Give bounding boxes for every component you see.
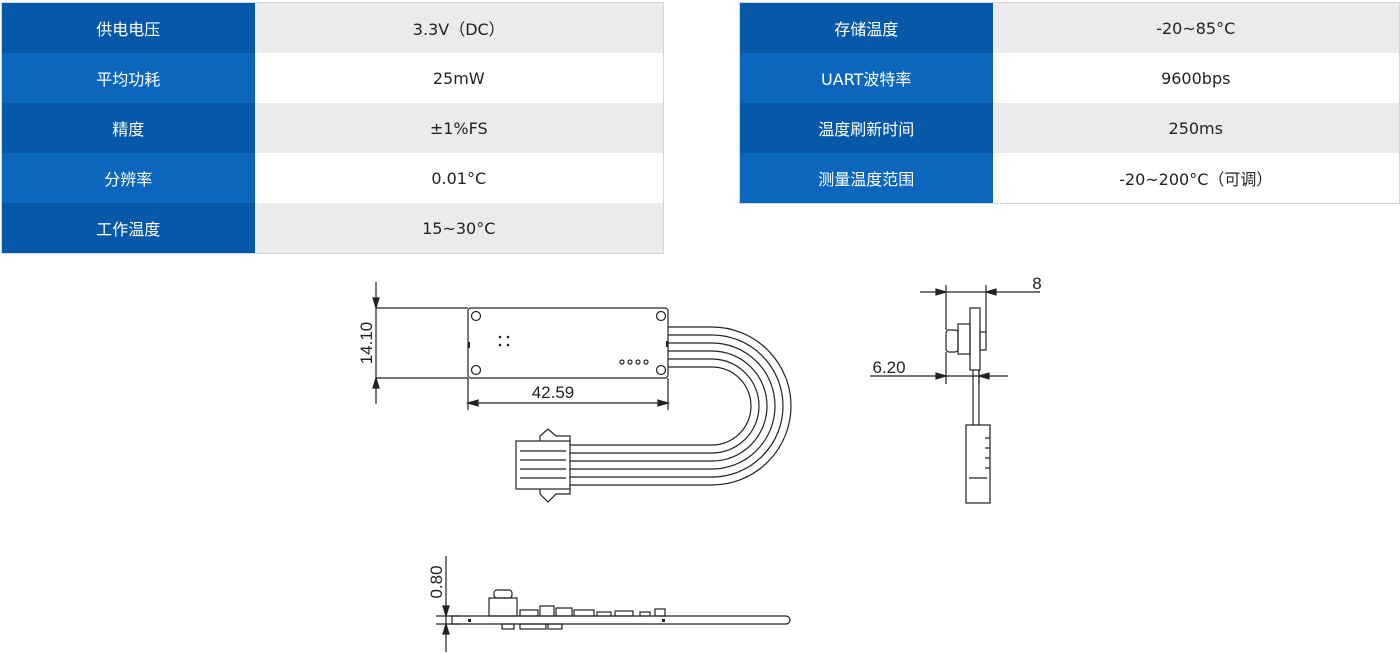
side-pad bbox=[979, 331, 987, 351]
sensor-dots bbox=[468, 335, 668, 348]
spec-label: 存储温度 bbox=[739, 2, 993, 53]
dimension-width bbox=[920, 285, 1040, 332]
side-sensor bbox=[945, 329, 959, 353]
spec-label: UART波特率 bbox=[739, 53, 993, 103]
spec-value: -20~85°C bbox=[992, 2, 1400, 53]
dimension-thickness bbox=[436, 556, 460, 652]
side-pcb bbox=[969, 307, 981, 371]
mounting-hole bbox=[470, 364, 482, 376]
spec-value: 250ms bbox=[992, 103, 1400, 153]
table-row: 存储温度 -20~85°C bbox=[739, 2, 1400, 53]
dimension-depth-label: 6.20 bbox=[872, 358, 905, 377]
pin-pads bbox=[619, 359, 649, 365]
dimension-thickness-label: 0.80 bbox=[427, 565, 446, 598]
table-row: 分辨率 0.01°C bbox=[1, 153, 664, 203]
spec-value: 9600bps bbox=[992, 53, 1400, 103]
cable-wires bbox=[570, 326, 792, 486]
spec-label: 平均功耗 bbox=[1, 53, 255, 103]
mounting-hole bbox=[655, 364, 667, 376]
dimension-depth bbox=[870, 352, 1008, 384]
spec-label: 精度 bbox=[1, 103, 255, 153]
table-row: 平均功耗 25mW bbox=[1, 53, 664, 103]
spec-value: 3.3V（DC） bbox=[254, 2, 664, 53]
dimension-height-label: 14.10 bbox=[357, 322, 376, 365]
table-row: 测量温度范围 -20~200°C（可调） bbox=[739, 153, 1400, 204]
spec-value: -20~200°C（可调） bbox=[992, 153, 1400, 204]
top-view-drawing bbox=[372, 282, 792, 503]
spec-label: 工作温度 bbox=[1, 203, 255, 254]
table-row: 精度 ±1%FS bbox=[1, 103, 664, 153]
spec-value: 25mW bbox=[254, 53, 664, 103]
pcb-outline bbox=[467, 307, 669, 379]
spec-value: 0.01°C bbox=[254, 153, 664, 203]
spec-label: 分辨率 bbox=[1, 153, 255, 203]
dimension-length bbox=[465, 378, 671, 410]
spec-label: 测量温度范围 bbox=[739, 153, 993, 204]
profile-sensor bbox=[488, 597, 518, 617]
spec-label: 供电电压 bbox=[1, 2, 255, 53]
spec-table-left: 供电电压 3.3V（DC） 平均功耗 25mW 精度 ±1%FS 分辨率 0.0… bbox=[1, 2, 664, 254]
dimension-height bbox=[372, 282, 468, 404]
table-row: 供电电压 3.3V（DC） bbox=[1, 2, 664, 53]
spec-value: 15~30°C bbox=[254, 203, 664, 254]
dimension-length-label: 42.59 bbox=[532, 383, 575, 402]
dimension-width-label: 8 bbox=[1032, 274, 1041, 293]
mounting-hole bbox=[470, 310, 482, 322]
spec-value: ±1%FS bbox=[254, 103, 664, 153]
side-view-drawing bbox=[870, 285, 1040, 504]
profile-view-drawing bbox=[436, 556, 791, 652]
table-row: 工作温度 15~30°C bbox=[1, 203, 664, 254]
table-row: UART波特率 9600bps bbox=[739, 53, 1400, 103]
profile-sensor-lens bbox=[493, 589, 513, 599]
connector-outline bbox=[515, 428, 571, 503]
mounting-hole bbox=[655, 310, 667, 322]
side-connector bbox=[965, 424, 991, 504]
side-component bbox=[957, 323, 971, 355]
table-row: 温度刷新时间 250ms bbox=[739, 103, 1400, 153]
spec-table-right: 存储温度 -20~85°C UART波特率 9600bps 温度刷新时间 250… bbox=[739, 2, 1400, 204]
spec-label: 温度刷新时间 bbox=[739, 103, 993, 153]
profile-pcb bbox=[451, 615, 791, 625]
